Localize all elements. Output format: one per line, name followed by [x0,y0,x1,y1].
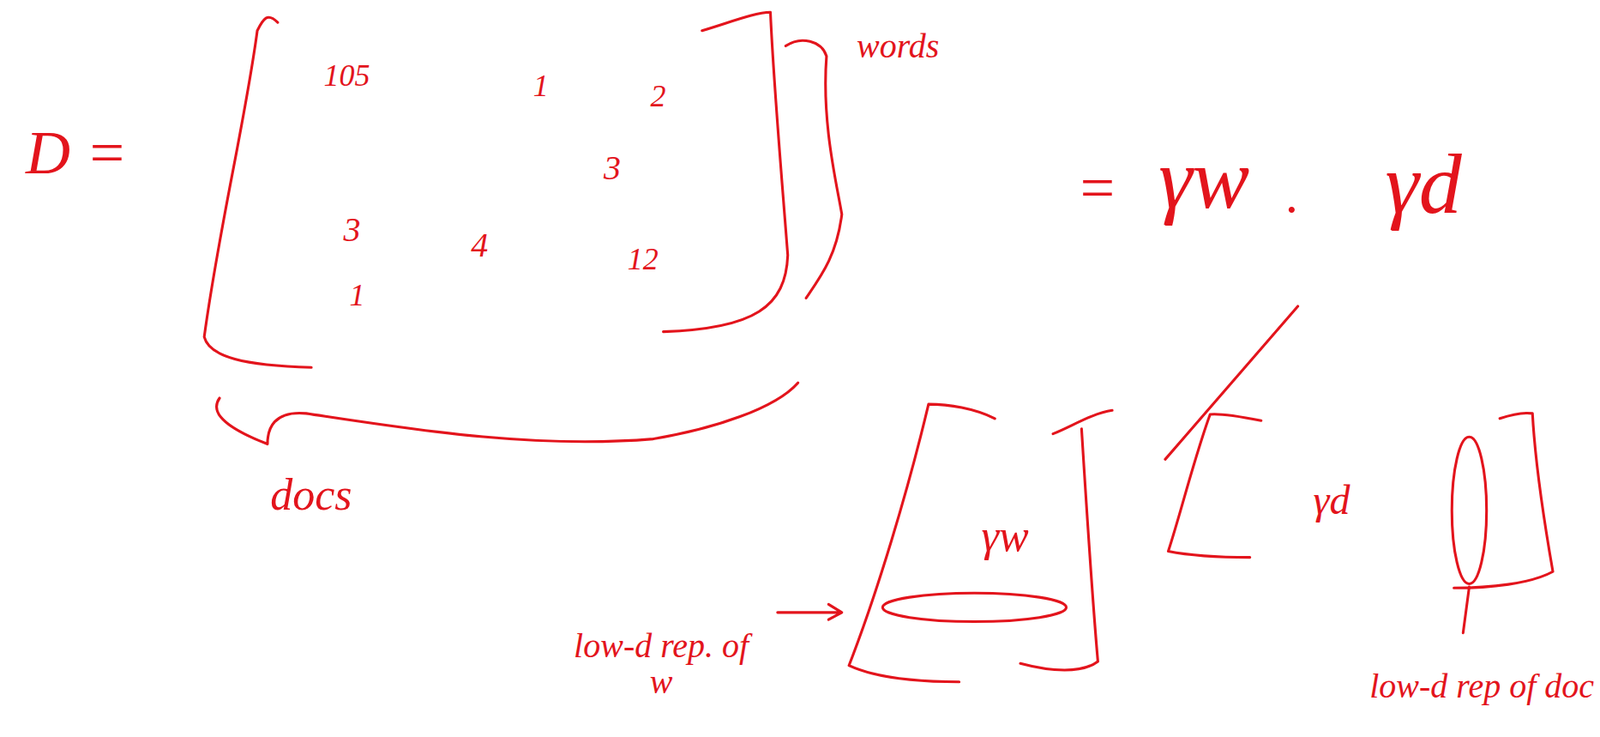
axis-label: words [856,28,939,65]
leader-line [1462,586,1469,633]
factor-name: γw [1158,133,1250,224]
column-brace [216,382,799,444]
leader-arrow [777,603,843,620]
row-highlight [882,592,1066,621]
equation-symbol: · [1284,181,1298,236]
factor-name: γd [1384,138,1462,229]
factor-name: γw [981,511,1029,560]
matrix-bracket [204,17,312,367]
matrix-entry: 1 [533,70,549,103]
matrix-name: D = [25,120,128,187]
annotation: low-d rep. of w [571,627,751,700]
matrix-bracket [1168,414,1262,558]
matrix-entry: 105 [324,60,371,93]
matrix-entry: 3 [603,150,621,187]
matrix-bracket [663,12,788,331]
matrix-bracket [1020,409,1113,670]
matrix-entry: 2 [650,80,667,114]
column-highlight [1451,436,1486,584]
matrix-entry: 3 [343,211,361,248]
matrix-bracket [1454,412,1553,588]
annotation: low-d rep of doc [1366,667,1597,704]
matrix-entry: 4 [470,227,488,264]
matrix-entry: 1 [349,279,366,313]
equation-symbol: = [1076,156,1119,222]
matrix-entry: 12 [627,244,659,277]
axis-label: docs [270,471,352,519]
row-brace [785,40,842,298]
matrix-bracket [848,403,995,682]
factor-name: γd [1313,478,1351,522]
slash-line [1165,306,1299,459]
